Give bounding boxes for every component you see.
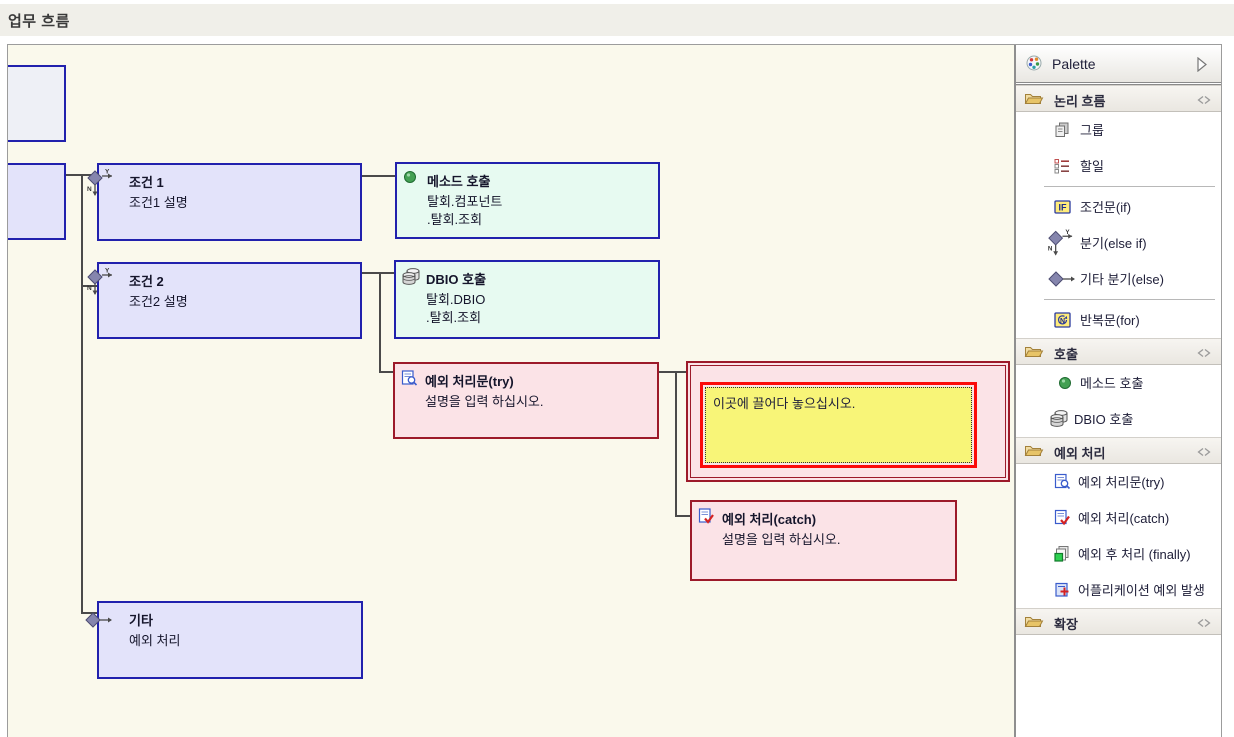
drawer-pin-icon[interactable]: [1197, 618, 1211, 628]
branch-icon: [85, 612, 113, 628]
node-desc: 조건1 설명: [129, 195, 188, 210]
app-exception-icon: [1055, 582, 1070, 597]
try-icon: [1054, 473, 1071, 490]
node-condition-1[interactable]: 조건 1 조건1 설명: [86, 163, 362, 241]
node-try[interactable]: 예외 처리문(try) 설명을 입력 하십시오.: [393, 362, 659, 439]
drawer-label: 호출: [1054, 347, 1078, 362]
drawer-exception[interactable]: 예외 처리: [1016, 437, 1221, 464]
method-call-icon: [404, 171, 416, 183]
palette-separator: [1044, 186, 1215, 187]
flow-canvas[interactable]: 조건 1 조건1 설명 메소드 호출 탈회.컴포넌트 .탈회.조회 조건 2 조…: [8, 45, 1014, 737]
collapse-arrow-icon[interactable]: [1196, 57, 1207, 72]
node-line: 탈회.컴포넌트: [427, 194, 503, 209]
view-title-bar: 업무 흐름: [0, 4, 1234, 36]
palette-item-elseif[interactable]: 분기(else if): [1016, 225, 1221, 261]
palette-item-method-call[interactable]: 메소드 호출: [1016, 365, 1221, 401]
if-icon: [1054, 200, 1071, 214]
palette-item-app-exception[interactable]: 어플리케이션 예외 발생: [1016, 572, 1221, 608]
node-title: 조건 1: [129, 175, 164, 190]
folder-open-icon: [1025, 94, 1043, 104]
drawer-label: 논리 흐름: [1054, 94, 1106, 109]
branch-yn-icon: [86, 267, 113, 296]
node-method-call[interactable]: 메소드 호출 탈회.컴포넌트 .탈회.조회: [395, 162, 660, 239]
node-start[interactable]: [8, 65, 66, 142]
catch-icon: [698, 508, 715, 524]
branch-yn-icon: [86, 168, 113, 197]
catch-icon: [1054, 509, 1071, 525]
node-root[interactable]: [8, 163, 66, 240]
drop-zone[interactable]: 이곳에 끌어다 놓으십시오.: [705, 387, 972, 463]
connector: [675, 515, 691, 517]
node-title: DBIO 호출: [426, 272, 487, 287]
connector: [379, 272, 381, 373]
drawer-call[interactable]: 호출: [1016, 338, 1221, 365]
node-title: 예외 처리문(try): [425, 374, 514, 389]
node-desc: 조건2 설명: [129, 294, 188, 309]
node-dbio-call[interactable]: DBIO 호출 탈회.DBIO .탈회.조회: [394, 260, 660, 339]
node-line: .탈회.조회: [426, 310, 482, 325]
flow-editor: 조건 1 조건1 설명 메소드 호출 탈회.컴포넌트 .탈회.조회 조건 2 조…: [7, 44, 1222, 737]
palette-title: Palette: [1052, 56, 1096, 72]
connector: [362, 175, 396, 177]
folder-open-icon: [1025, 347, 1043, 357]
selection-inner-border: [690, 365, 1006, 478]
drawer-label: 예외 처리: [1054, 446, 1106, 461]
palette-separator: [1044, 299, 1215, 300]
connector: [81, 174, 83, 614]
drawer-logic-flow[interactable]: 논리 흐름: [1016, 85, 1221, 112]
node-line: .탈회.조회: [427, 212, 483, 227]
dbio-icon: [402, 268, 420, 285]
connector: [81, 612, 98, 614]
drawer-pin-icon[interactable]: [1197, 348, 1211, 358]
node-title: 기타: [129, 613, 153, 628]
palette-item-group[interactable]: 그룹: [1016, 112, 1221, 148]
node-line: 탈회.DBIO: [426, 292, 486, 307]
palette-item-catch[interactable]: 예외 처리(catch): [1016, 500, 1221, 536]
drawer-extension[interactable]: 확장: [1016, 608, 1221, 635]
connector: [362, 272, 395, 274]
try-icon: [401, 370, 418, 386]
method-call-icon: [1059, 377, 1071, 389]
node-title: 예외 처리(catch): [722, 512, 817, 527]
drop-zone-hint: 이곳에 끌어다 놓으십시오.: [713, 396, 856, 411]
elseif-icon: [1047, 228, 1073, 257]
group-icon: [1055, 122, 1069, 137]
drawer-pin-icon[interactable]: [1197, 95, 1211, 105]
node-desc: 예외 처리: [129, 633, 181, 648]
for-icon: [1054, 312, 1071, 328]
palette-panel: Palette 논리 흐름 그룹 할일 조건문(if) 분기(else if): [1014, 45, 1222, 737]
dbio-icon: [1050, 410, 1068, 427]
palette-item-todo[interactable]: 할일: [1016, 148, 1221, 184]
palette-item-for[interactable]: 반복문(for): [1016, 302, 1221, 338]
drawer-pin-icon[interactable]: [1197, 447, 1211, 457]
connector: [659, 371, 687, 373]
folder-open-icon: [1025, 617, 1043, 627]
palette-item-else[interactable]: 기타 분기(else): [1016, 261, 1221, 297]
palette-header[interactable]: Palette: [1016, 45, 1221, 85]
finally-icon: [1054, 545, 1069, 562]
node-else[interactable]: 기타 예외 처리: [85, 601, 363, 679]
node-desc: 설명을 입력 하십시오.: [425, 394, 544, 409]
palette-item-dbio-call[interactable]: DBIO 호출: [1016, 401, 1221, 437]
else-icon: [1048, 271, 1076, 287]
node-title: 조건 2: [129, 274, 164, 289]
palette-item-if[interactable]: 조건문(if): [1016, 189, 1221, 225]
palette-icon: [1026, 55, 1042, 71]
node-try-body-selected[interactable]: 이곳에 끌어다 놓으십시오.: [686, 361, 1010, 482]
node-catch[interactable]: 예외 처리(catch) 설명을 입력 하십시오.: [690, 500, 957, 581]
selection-highlight: 이곳에 끌어다 놓으십시오.: [700, 382, 977, 468]
connector: [675, 371, 677, 517]
node-condition-2[interactable]: 조건 2 조건2 설명: [86, 262, 362, 339]
folder-open-icon: [1025, 446, 1043, 456]
palette-item-try[interactable]: 예외 처리문(try): [1016, 464, 1221, 500]
palette-item-finally[interactable]: 예외 후 처리 (finally): [1016, 536, 1221, 572]
node-title: 메소드 호출: [427, 174, 491, 189]
page-title: 업무 흐름: [8, 13, 70, 30]
node-desc: 설명을 입력 하십시오.: [722, 532, 841, 547]
connector: [379, 371, 394, 373]
drawer-label: 확장: [1054, 617, 1078, 632]
todo-icon: [1054, 158, 1070, 174]
